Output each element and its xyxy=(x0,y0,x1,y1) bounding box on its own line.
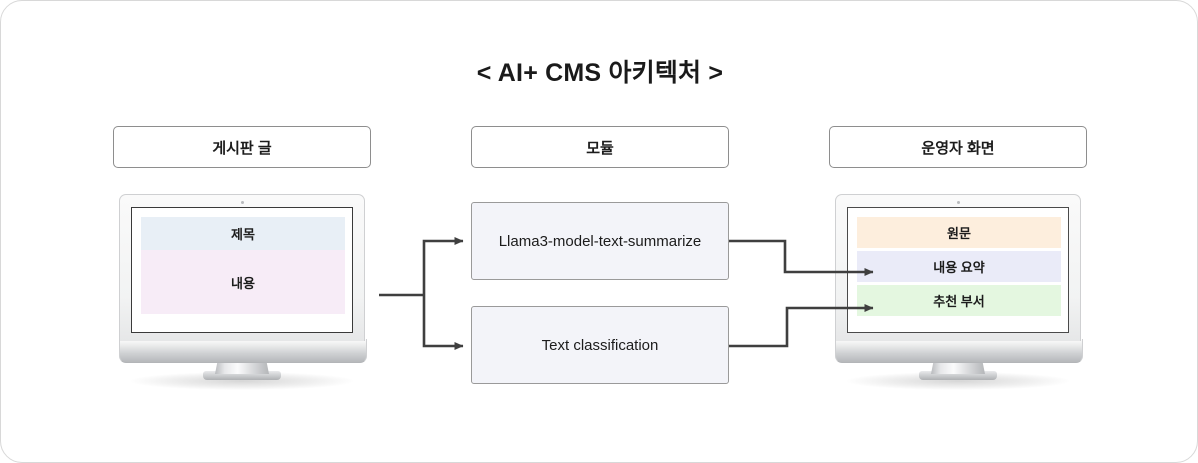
input-row-title: 제목 xyxy=(141,217,345,250)
output-monitor-screen: 원문 내용 요약 추천 부서 xyxy=(847,207,1069,333)
module-box-summarize[interactable]: Llama3-model-text-summarize xyxy=(471,202,729,280)
column-header-module: 모듈 xyxy=(471,126,729,168)
output-row-summary: 내용 요약 xyxy=(857,251,1061,282)
monitor-chin xyxy=(119,339,367,363)
connector-input-to-classify xyxy=(422,295,464,350)
monitor-body: 원문 내용 요약 추천 부서 xyxy=(835,194,1081,341)
connector-input-to-summarize xyxy=(422,237,464,295)
monitor-shadow xyxy=(131,372,353,390)
input-monitor: 제목 내용 xyxy=(119,194,367,390)
column-header-admin: 운영자 화면 xyxy=(829,126,1087,168)
monitor-shadow xyxy=(847,372,1069,390)
monitor-stand-base xyxy=(203,371,281,380)
input-monitor-screen: 제목 내용 xyxy=(131,207,353,333)
output-row-original: 원문 xyxy=(857,217,1061,248)
column-header-input: 게시판 글 xyxy=(113,126,371,168)
monitor-body: 제목 내용 xyxy=(119,194,365,341)
page-title: < AI+ CMS 아키텍처 > xyxy=(476,59,724,87)
webcam-icon xyxy=(241,201,244,204)
monitor-stand-base xyxy=(919,371,997,380)
input-row-content: 내용 xyxy=(141,250,345,314)
webcam-icon xyxy=(957,201,960,204)
module-box-classify[interactable]: Text classification xyxy=(471,306,729,384)
monitor-chin xyxy=(835,339,1083,363)
output-row-department: 추천 부서 xyxy=(857,285,1061,316)
output-monitor: 원문 내용 요약 추천 부서 xyxy=(835,194,1083,390)
